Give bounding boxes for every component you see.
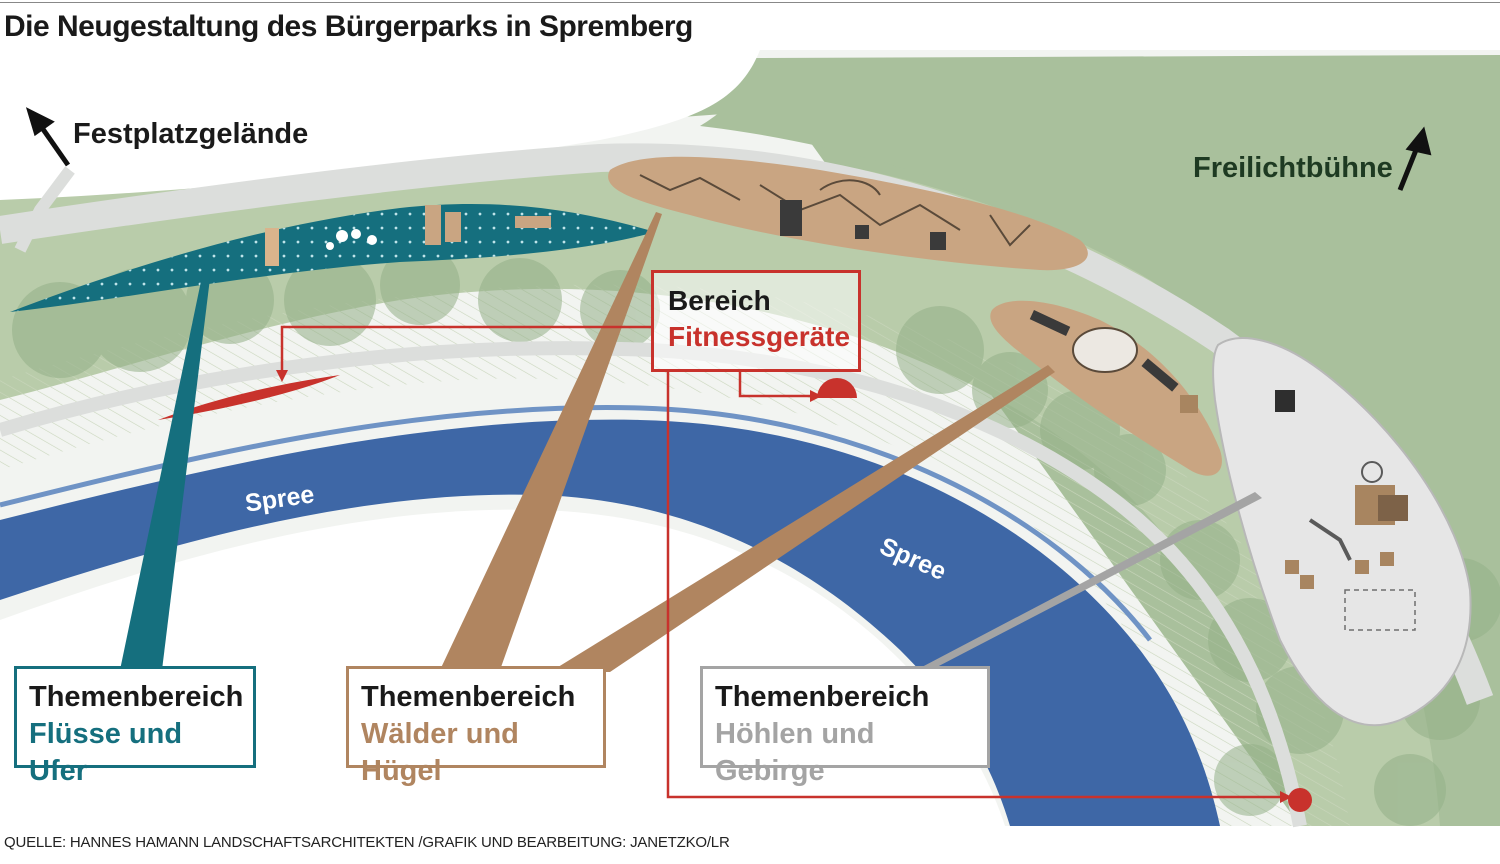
theme-area-waelder-2 [990, 300, 1222, 476]
theme-box-hoehlen: Themenbereich Höhlen und Gebirge [700, 666, 990, 787]
river-spree [0, 419, 1220, 826]
fitness-callout-line1: Bereich [668, 285, 771, 316]
fitness-connectors [280, 325, 1284, 799]
theme-area-waelder [608, 156, 1088, 271]
fitness-arrowheads [276, 370, 1292, 803]
callout-wedge-fluesse [120, 262, 212, 670]
arrow-freilicht-icon [1397, 126, 1432, 191]
fitness-callout-line2: Fitnessgeräte [668, 321, 851, 352]
path-branch-left [14, 166, 75, 253]
hoehlen-features [1275, 390, 1416, 631]
callout-wedge-hoehlen [920, 492, 1262, 668]
theme-box-waelder-line1: Themenbereich [361, 681, 576, 713]
meadow-upper-2 [700, 55, 1500, 826]
theme-box-hoehlen-line1: Themenbereich [715, 681, 930, 713]
river-bank-light [0, 405, 1152, 642]
theme-box-waelder-line2: Wälder und Hügel [361, 718, 519, 787]
arrow-festplatz-icon [25, 107, 71, 167]
label-festplatz: Festplatzgelände [73, 118, 309, 150]
waelder-blocks [780, 200, 946, 250]
label-freilicht: Freilichtbühne [1193, 152, 1393, 184]
source-credit: QUELLE: HANNES HAMANN LANDSCHAFTSARCHITE… [4, 834, 730, 851]
theme-area-fluesse-dots [10, 204, 655, 312]
callout-wedge-waelder-2 [550, 365, 1055, 672]
theme-box-fluesse-line1: Themenbereich [29, 681, 244, 713]
waelder-2-features [1029, 310, 1198, 413]
top-rule [0, 2, 1500, 3]
fitness-callout: Bereich Fitnessgeräte [651, 270, 861, 372]
fluesse-features [265, 205, 551, 266]
fitness-marker-semicircle [817, 378, 857, 398]
fitness-marker-dot [1288, 788, 1312, 812]
theme-box-hoehlen-line2: Höhlen und Gebirge [715, 718, 875, 787]
theme-area-hoehlen [1212, 337, 1472, 727]
theme-box-waelder: Themenbereich Wälder und Hügel [346, 666, 606, 787]
festplatz-area [0, 50, 760, 210]
fitness-area-marker [158, 375, 340, 420]
page-title: Die Neugestaltung des Bürgerparks in Spr… [4, 10, 693, 43]
theme-box-fluesse-line2: Flüsse und Ufer [29, 718, 183, 787]
theme-box-fluesse: Themenbereich Flüsse und Ufer [14, 666, 256, 787]
lower-path [0, 341, 1307, 828]
